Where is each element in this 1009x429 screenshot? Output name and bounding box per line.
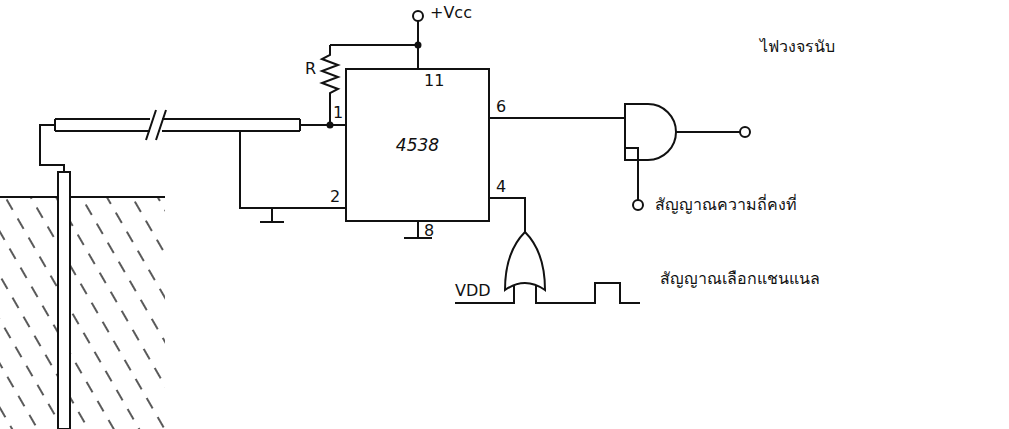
resistor-label: R	[305, 60, 316, 78]
ic-chip: 4538	[345, 68, 490, 222]
signal-name: VDD	[455, 282, 491, 300]
pin-number: 2	[330, 188, 340, 206]
ground-symbol	[260, 208, 284, 222]
soil-hatching	[0, 197, 165, 429]
pin-number: 4	[496, 178, 506, 196]
vcc-wire	[330, 21, 418, 68]
probe-rod	[58, 172, 70, 429]
pin-number: 1	[333, 104, 343, 122]
probe-lead	[40, 125, 64, 172]
and-input-wire	[625, 148, 638, 200]
output-label: ไฟวงจรนับ	[760, 38, 835, 56]
chip-number: 4538	[396, 135, 439, 155]
coax-cable	[55, 119, 300, 131]
pin2-wire	[240, 131, 345, 208]
pin6-wire	[490, 117, 625, 119]
signal-label: สัญญาณความถี่คงที่	[655, 196, 797, 214]
or-gate	[505, 232, 545, 290]
pin-number: 11	[424, 72, 444, 90]
signal-label: สัญญาณเลือกแชนแนล	[660, 270, 820, 288]
output-terminal	[740, 127, 750, 137]
pin-number: 6	[496, 98, 506, 116]
and-gate	[625, 104, 676, 160]
pulse-signal	[536, 283, 640, 303]
vcc-terminal	[413, 11, 423, 21]
ground-surface	[0, 196, 165, 198]
supply-label: +Vcc	[430, 4, 472, 22]
and-output	[676, 131, 740, 133]
pin1-wire	[300, 124, 345, 126]
pin4-wire	[490, 198, 525, 232]
clock-terminal	[633, 200, 643, 210]
cable-end	[55, 119, 300, 131]
pin-number: 8	[424, 222, 434, 240]
cable-break	[146, 110, 166, 140]
